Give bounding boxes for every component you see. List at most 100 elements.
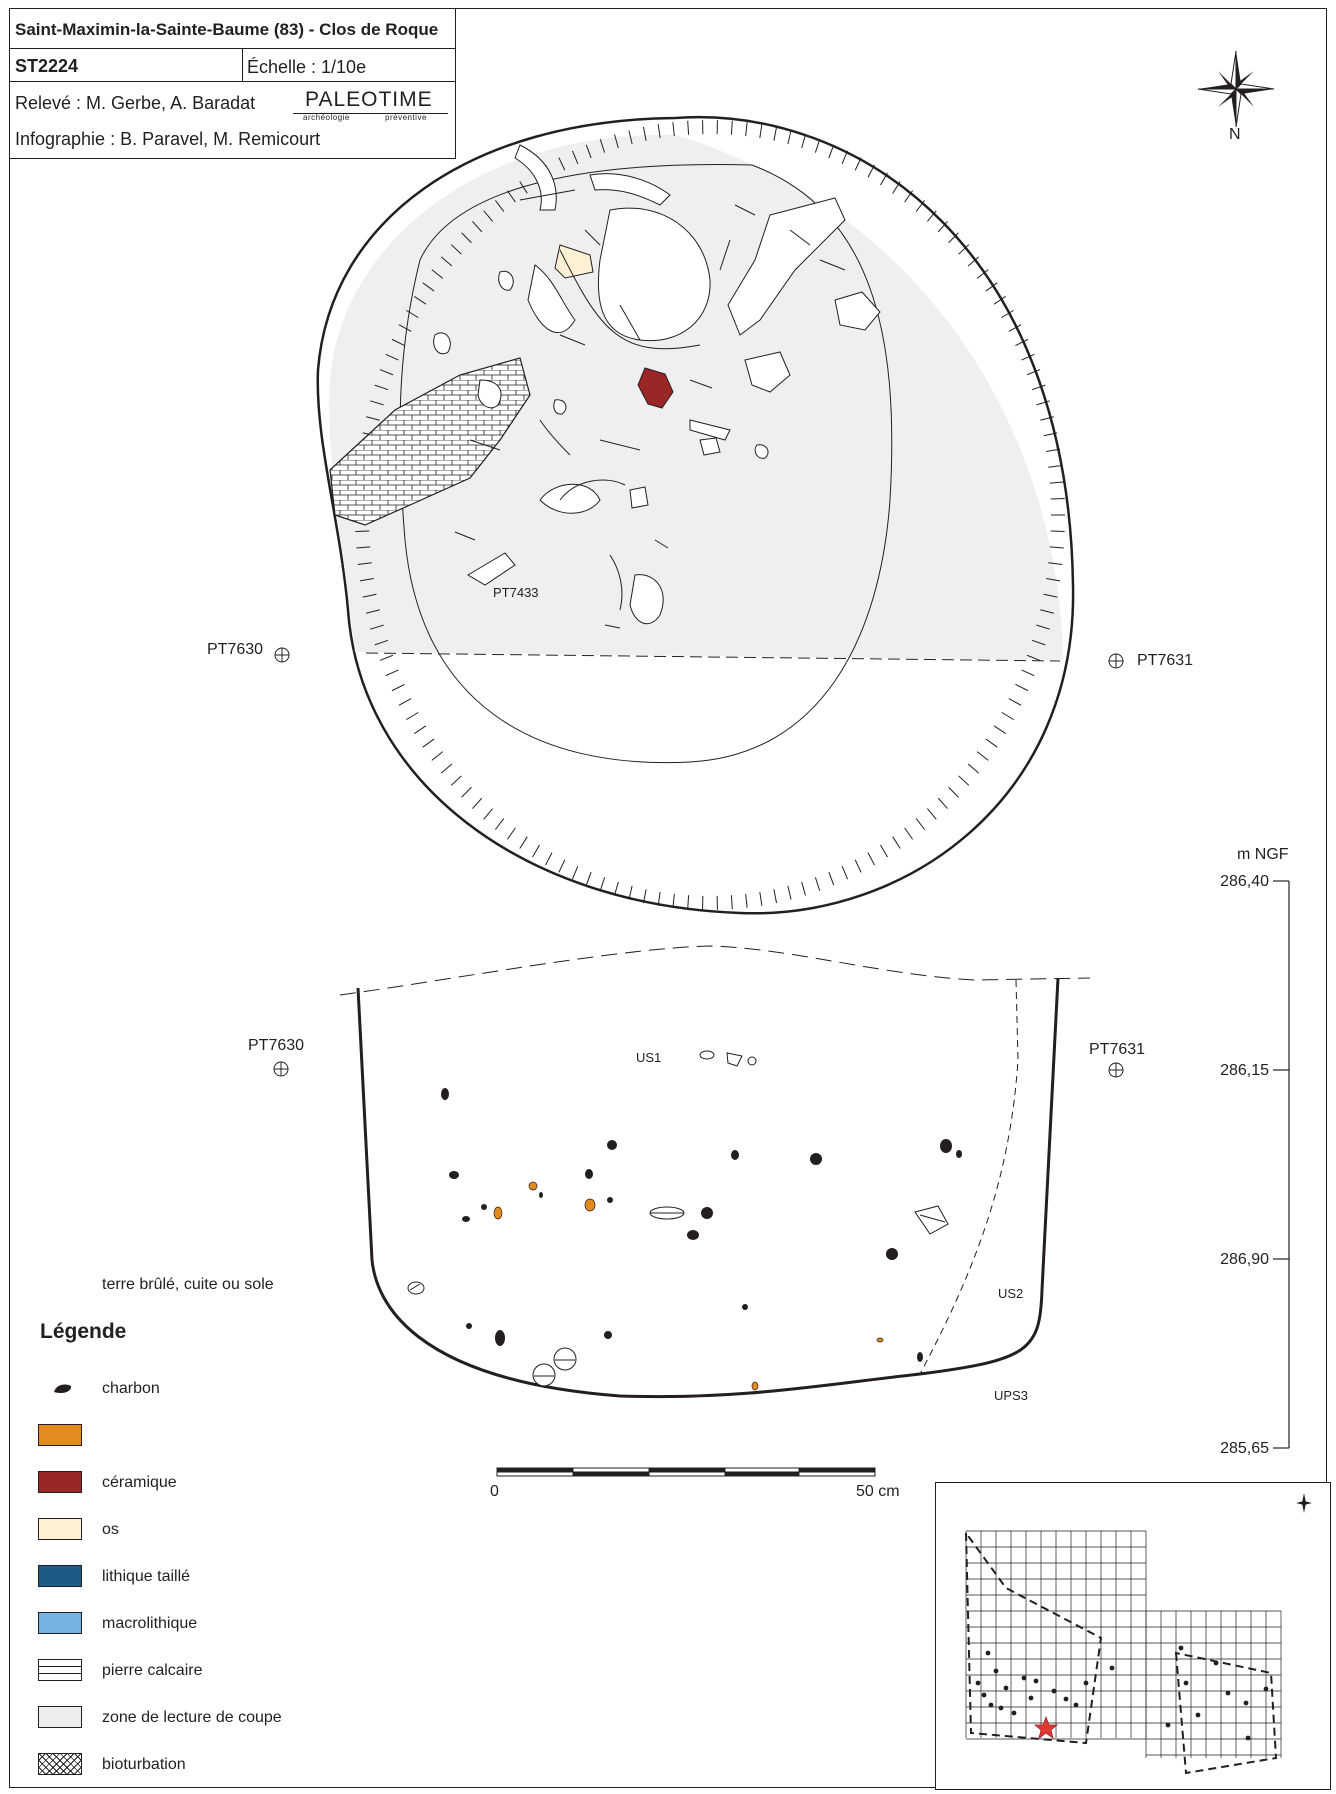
hachure-tick: [773, 889, 778, 904]
feature-dot: [1195, 1712, 1201, 1718]
bar-scale: [496, 1467, 876, 1477]
id-row: ST2224 Échelle : 1/10e: [10, 49, 455, 82]
logo-sub-right: préventive: [385, 113, 427, 122]
hachure-tick: [494, 818, 505, 830]
hachure-tick: [787, 885, 792, 900]
burnt-earth-find: [528, 1181, 538, 1191]
legend-item: zone de lecture de coupe: [38, 1706, 358, 1730]
legend-label: lithique taillé: [102, 1568, 191, 1585]
feature-dot: [998, 1705, 1004, 1711]
hachure-tick: [571, 150, 579, 164]
legend-item: macrolithique: [38, 1612, 358, 1636]
legend-label: céramique: [102, 1474, 177, 1491]
legend-item: pierre calcaire: [38, 1659, 358, 1683]
hachure-tick: [1048, 464, 1063, 468]
section-open-finds: [407, 1050, 949, 1387]
sheet-title: Saint-Maximin-la-Sainte-Baume (83) - Clo…: [10, 9, 455, 49]
section-point-right: PT7631: [1089, 1041, 1146, 1058]
hachure-tick: [745, 122, 748, 137]
hachure-tick: [892, 181, 901, 194]
scale-label: Échelle : 1/10e: [242, 49, 366, 82]
brick-swatch: [38, 1659, 82, 1681]
bar-scale-end: 50 cm: [856, 1483, 900, 1500]
hachure-tick: [414, 295, 427, 305]
elevation-tick-3: 286,90: [1220, 1251, 1269, 1268]
charcoal-find: [940, 1139, 952, 1153]
feature-dot: [1165, 1722, 1171, 1728]
hachure-tick: [599, 139, 606, 153]
hachure-tick: [1031, 384, 1046, 391]
feature-dot: [1243, 1700, 1249, 1706]
color-swatch: [38, 1518, 82, 1540]
feature-dot: [1245, 1735, 1251, 1741]
burnt-earth-find: [493, 1206, 503, 1220]
line-fragment: [604, 624, 621, 629]
feature-dot: [1003, 1685, 1009, 1691]
hachure-tick: [1015, 683, 1029, 692]
hachure-tick: [585, 871, 592, 886]
feature-dot: [993, 1668, 999, 1674]
hachure-tick: [379, 654, 394, 661]
structure-id: ST2224: [15, 56, 79, 76]
plan-line-fragments: [454, 189, 846, 629]
charcoal-find: [466, 1323, 472, 1329]
burnt-earth-find: [876, 1337, 884, 1343]
legend-label: charbon: [102, 1380, 160, 1397]
feature-dot: [981, 1692, 987, 1698]
hachure-tick: [1043, 593, 1058, 598]
line-fragment: [734, 204, 756, 216]
hachure-tick: [422, 738, 435, 748]
line-fragment: [819, 259, 846, 271]
line-fragment: [599, 439, 641, 451]
bar-scale-start: 0: [490, 1483, 499, 1500]
legend-item: lithique taillé: [38, 1565, 358, 1589]
hachure-tick: [880, 844, 888, 858]
hachure-tick: [801, 881, 806, 896]
hachure-tick: [993, 725, 1006, 735]
hachure-tick: [1050, 530, 1065, 533]
hachure-tick: [374, 639, 389, 646]
hachure-tick: [406, 711, 419, 721]
section-finds: [441, 1088, 962, 1391]
paleotime-logo: PALEOTIME archéologie préventive: [293, 89, 453, 122]
hachure-tick: [506, 190, 516, 203]
hachure-tick: [967, 256, 980, 267]
plan-point-right: PT7631: [1137, 652, 1194, 669]
crosshatch-swatch: [38, 1753, 82, 1775]
charcoal-find: [481, 1204, 487, 1210]
line-fragment: [584, 229, 601, 246]
line-fragment: [689, 379, 713, 389]
feature-dot: [1225, 1690, 1231, 1696]
hachure-tick: [880, 172, 888, 186]
hachure-tick: [958, 244, 970, 255]
hachure-tick: [519, 836, 528, 849]
hachure-tick: [1008, 324, 1022, 332]
unit-us1: US1: [636, 1050, 662, 1065]
ground-surface: [339, 945, 1091, 996]
feature-dot: [1213, 1660, 1219, 1666]
hachure-tick: [1026, 654, 1041, 661]
hachure-tick: [1049, 546, 1064, 549]
hachure-tick: [828, 144, 835, 159]
charcoal-find: [495, 1330, 505, 1346]
hachure-tick: [366, 416, 380, 421]
line-fragment: [719, 239, 731, 271]
section-view: [339, 945, 1091, 1399]
color-swatch: [38, 1565, 82, 1587]
charcoal-find: [956, 1150, 962, 1158]
charcoal-find: [441, 1088, 449, 1100]
hachure-tick: [730, 895, 733, 910]
color-swatch: [38, 1471, 82, 1493]
plan-point-inner: PT7433: [493, 585, 539, 600]
hachure-tick: [506, 827, 516, 840]
slope-hachures: [355, 120, 1065, 910]
site-location-inset: [935, 1482, 1331, 1790]
feature-dot: [1109, 1665, 1115, 1671]
hachure-tick: [1031, 639, 1046, 646]
feature-dot: [1263, 1686, 1269, 1692]
hachure-tick: [362, 593, 377, 598]
survey-row: Relevé : M. Gerbe, A. Baradat PALEOTIME …: [10, 82, 455, 122]
charcoal-find: [742, 1304, 748, 1310]
charcoal-find: [585, 1169, 593, 1179]
